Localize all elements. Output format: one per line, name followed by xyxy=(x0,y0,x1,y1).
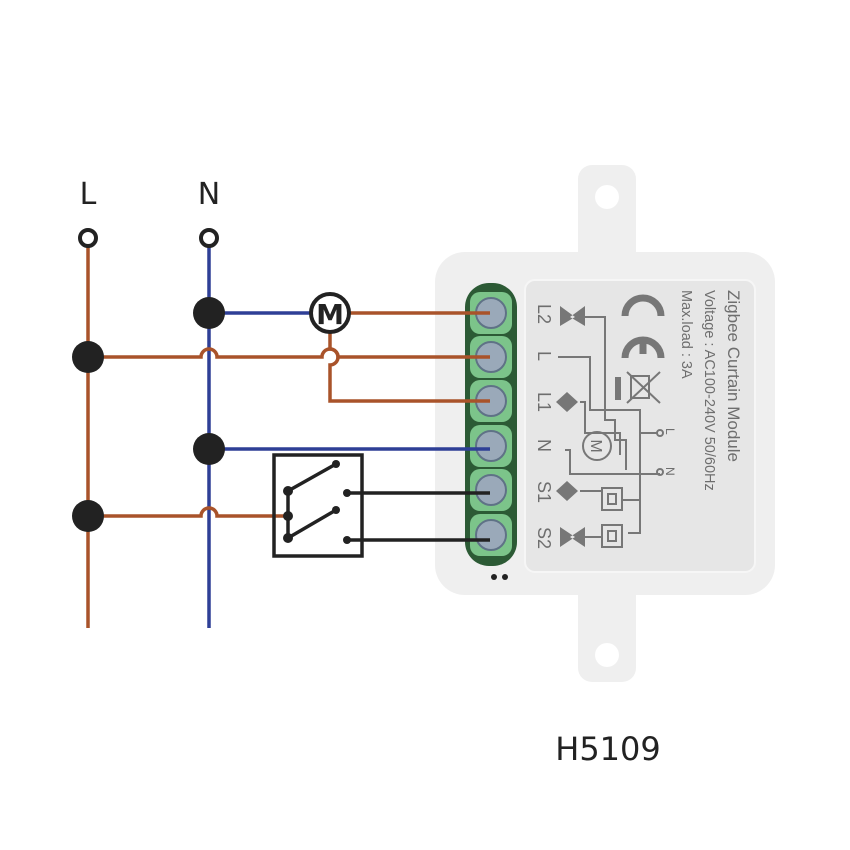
line-to-switch-wire xyxy=(88,506,288,518)
motor-icon xyxy=(582,431,612,461)
line-bus-label: L xyxy=(80,177,97,212)
model-name: H5109 xyxy=(555,730,661,768)
terminal-label-s1: S1 xyxy=(534,481,554,503)
terminal-label-s2: S2 xyxy=(534,527,554,549)
junction-dot xyxy=(72,500,104,532)
two-gang-switch-icon[interactable] xyxy=(272,453,364,558)
motor-label: M xyxy=(316,298,344,331)
bottom-mounting-tab xyxy=(578,570,636,682)
top-mounting-tab xyxy=(578,165,636,275)
terminal-label-l1: L1 xyxy=(534,392,554,412)
terminal-screws xyxy=(470,292,512,556)
device-title: Zigbee Curtain Module xyxy=(724,290,743,462)
junction-dot xyxy=(193,433,225,465)
junction-dot xyxy=(72,341,104,373)
weee-bin-icon xyxy=(626,371,661,404)
device: Zigbee Curtain Module Voltage : AC100-24… xyxy=(435,165,775,682)
terminal-s2[interactable] xyxy=(470,514,512,556)
terminal-l1[interactable] xyxy=(470,380,512,422)
terminal-s1[interactable] xyxy=(470,469,512,511)
line-to-l-wire xyxy=(88,347,490,359)
junction-dot xyxy=(193,297,225,329)
stop-icon xyxy=(560,306,585,326)
internal-schematic xyxy=(558,316,664,548)
motor-to-l1-wire xyxy=(328,331,490,403)
schematic-n-label: N xyxy=(663,467,677,476)
terminal-n[interactable] xyxy=(470,425,512,467)
schematic-motor-label: M xyxy=(587,439,604,452)
device-voltage: Voltage : AC100-240V 50/60Hz xyxy=(701,290,717,491)
terminal-l[interactable] xyxy=(470,336,512,378)
bottom-mounting-hole xyxy=(595,643,619,667)
up-down-icon xyxy=(556,481,578,501)
motor-icon: M xyxy=(309,292,351,334)
led-dot xyxy=(491,574,497,580)
terminal-label-l2: L2 xyxy=(534,304,554,324)
neutral-bus-label: N xyxy=(198,177,220,212)
neutral-terminal xyxy=(199,228,219,248)
device-max-load: Max.load : 3A xyxy=(678,290,694,379)
ce-mark-icon xyxy=(615,294,665,400)
terminal-label-n: N xyxy=(534,439,554,452)
line-terminal xyxy=(78,228,98,248)
top-mounting-hole xyxy=(595,185,619,209)
direction-symbols xyxy=(556,306,585,547)
wires xyxy=(86,246,490,628)
stop-icon xyxy=(560,527,585,547)
up-down-icon xyxy=(556,392,578,412)
schematic-l-label: L xyxy=(663,428,677,435)
terminal-label-l: L xyxy=(534,351,554,361)
terminal-l2[interactable] xyxy=(470,292,512,334)
led-dot xyxy=(502,574,508,580)
